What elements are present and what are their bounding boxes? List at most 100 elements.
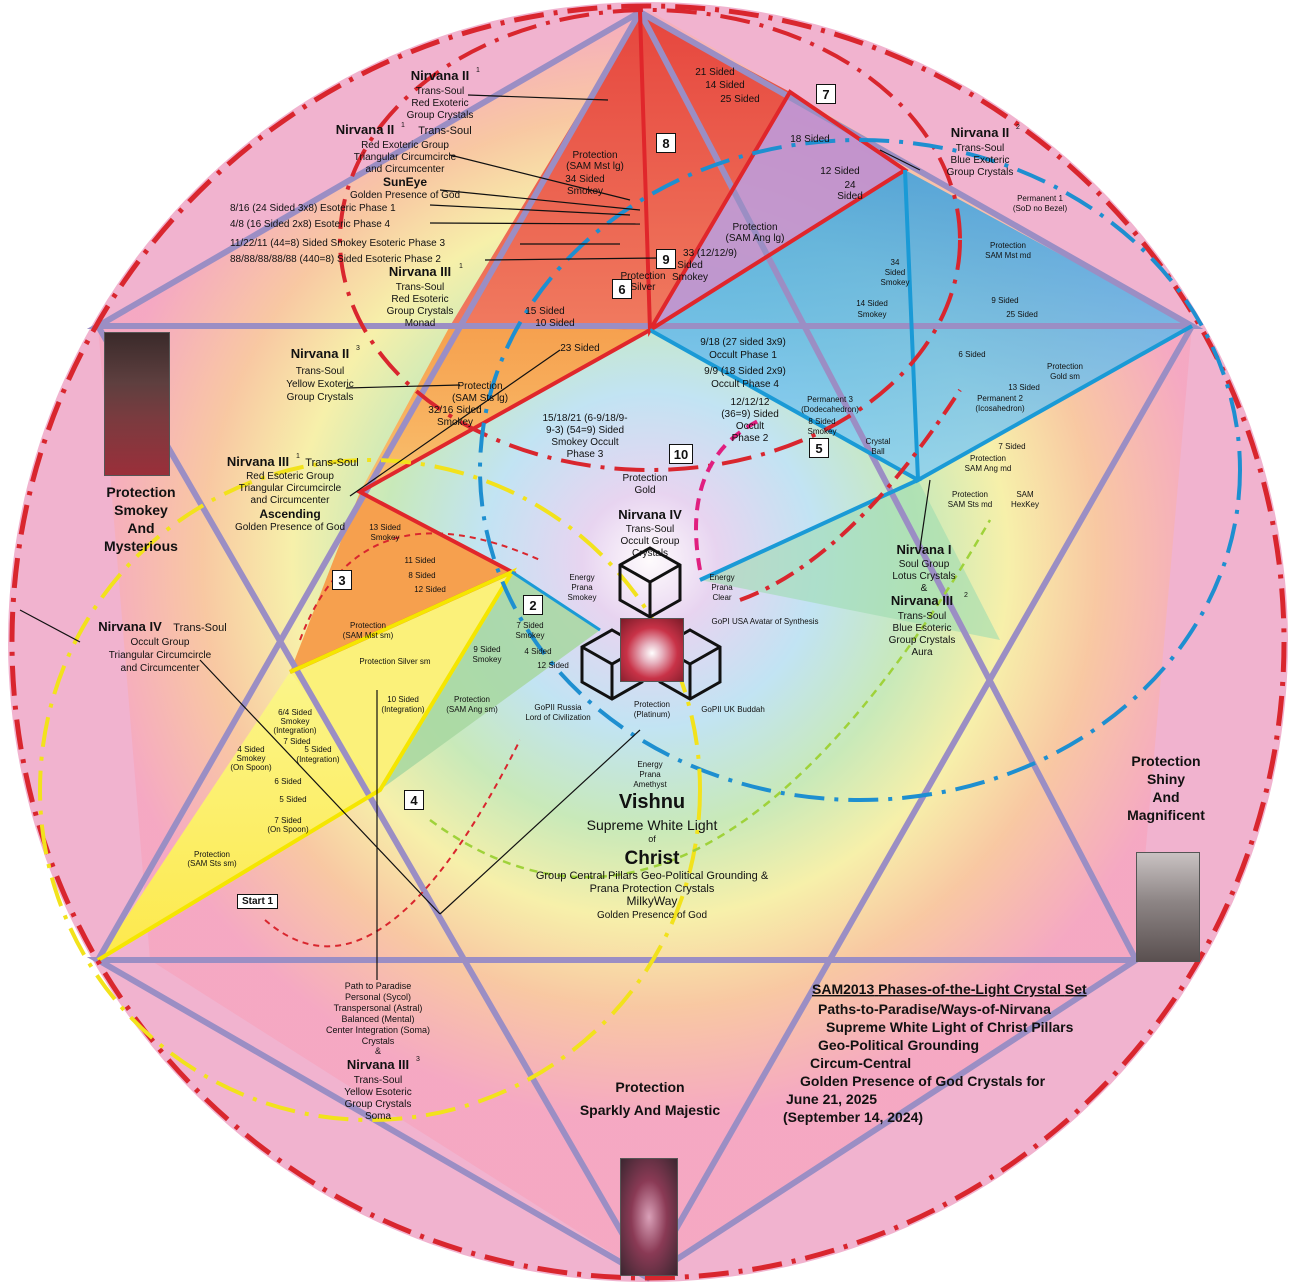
label: Prana (711, 583, 733, 592)
label: (36=9) Sided (721, 409, 779, 420)
label: SAM Ang md (965, 464, 1012, 473)
label: SAM2013 (812, 981, 874, 997)
superscript: 1 (476, 67, 480, 74)
label: and Circumcenter (251, 495, 331, 506)
label: Protection (1047, 362, 1083, 371)
label: Gold (634, 485, 655, 496)
label: And (127, 520, 154, 536)
label: Protection (732, 222, 777, 233)
label: Geo-Political Grounding (818, 1037, 979, 1053)
label: Blue Exoteric (951, 155, 1010, 166)
label: Golden Presence of God (350, 190, 460, 201)
label: 12 Sided (820, 166, 859, 177)
label: Permanent 2 (977, 394, 1023, 403)
label: Paths-to-Paradise/Ways-of-Nirvana (818, 1001, 1051, 1017)
phase-4-label: 4/8 (16 Sided 2x8) Esoteric Phase 4 (230, 219, 391, 230)
label: Protection (622, 473, 667, 484)
label: 15 Sided (525, 306, 564, 317)
label: Group Crystals (387, 306, 454, 317)
label: 15/18/21 (6-9/18/9- (542, 413, 627, 424)
label: 25 Sided (720, 94, 759, 105)
label: Trans-Soul (305, 457, 358, 469)
label: Protection (194, 850, 230, 859)
label: (SAM Mst lg) (566, 161, 624, 172)
label: Protection (350, 621, 386, 630)
label: (On Spoon) (267, 825, 309, 834)
label: (SAM Mst sm) (343, 631, 394, 640)
label: Protection (615, 1079, 684, 1095)
label: Transpersonal (Astral) (334, 1003, 423, 1013)
label: 5 Sided (279, 795, 306, 804)
label: 7 Sided (998, 442, 1025, 451)
label: (Dodecahedron) (801, 405, 859, 414)
label: Magnificent (1127, 807, 1205, 823)
label: Circum-Central (810, 1055, 911, 1071)
label: Center Integration (Soma) (326, 1025, 430, 1035)
label: Crystals (632, 548, 668, 559)
label: Smokey (281, 717, 310, 726)
label: Phases-of-the-Light (878, 981, 1010, 997)
step-box-6: 6 (612, 279, 632, 299)
label: and Circumcenter (366, 164, 446, 175)
label: 33 (12/12/9) (683, 248, 737, 259)
label: Lotus Crystals (892, 571, 955, 582)
label: Protection (454, 695, 490, 704)
label: Path to Paradise (345, 981, 412, 991)
label: Occult Group (131, 637, 190, 648)
label: 34 Sided (565, 174, 604, 185)
label: 7 Sided (516, 621, 543, 630)
label: Trans-Soul (354, 1075, 403, 1086)
label: Smokey (858, 310, 887, 319)
label: 34 (891, 258, 900, 267)
label: Trans-Soul (418, 125, 471, 137)
label: Protection (990, 241, 1026, 250)
label: Sided (677, 260, 703, 271)
label: Smokey (568, 593, 597, 602)
label: Trans-Soul (626, 524, 675, 535)
start-box: Start 1 (237, 894, 278, 909)
label: 23 Sided (560, 343, 599, 354)
label: And (1152, 789, 1179, 805)
label: Smokey (516, 631, 545, 640)
label: 7 Sided (274, 816, 301, 825)
label: Red Esoteric (391, 294, 448, 305)
label: Smokey (473, 655, 502, 664)
n3-red-title: Nirvana III (389, 264, 451, 279)
label: Crystal (1014, 981, 1061, 997)
label: 8 Sided (408, 571, 435, 580)
label: Protection (1131, 753, 1200, 769)
label: Aura (911, 647, 933, 658)
label: Balanced (Mental) (341, 1014, 414, 1024)
label: Triangular Circumcircle (354, 152, 457, 163)
label: Group Crystals (407, 110, 474, 121)
n2-yellow-title: Nirvana II (291, 346, 350, 361)
label: Sided (837, 191, 863, 202)
label: Trans-Soul (396, 282, 445, 293)
superscript: 1 (296, 453, 300, 460)
label: 9 Sided (473, 645, 500, 654)
label: Yellow Exoteric (286, 379, 353, 390)
label: 5 Sided (304, 745, 331, 754)
label: Energy (569, 573, 594, 582)
label: Group Crystals (889, 635, 956, 646)
label: 9-3) (54=9) Sided (546, 425, 624, 436)
n1-title: Nirvana I (897, 542, 952, 557)
label: 12 Sided (537, 661, 569, 670)
label: (September 14, 2024) (783, 1109, 923, 1125)
label: Soma (365, 1111, 392, 1122)
label: Occult Phase 4 (711, 379, 779, 390)
label: Trans-Soul (416, 86, 465, 97)
label: (Icosahedron) (975, 404, 1025, 413)
superscript: 2 (1016, 124, 1020, 131)
label: Red Esoteric Group (246, 471, 334, 482)
label: June 21, 2025 (786, 1091, 877, 1107)
step-box-9: 9 (656, 249, 676, 269)
step-box-2: 2 (523, 595, 543, 615)
label: SAM Sts md (948, 500, 992, 509)
label: Occult (736, 421, 765, 432)
label: (SAM Ang lg) (726, 233, 785, 244)
label: Smokey (371, 533, 400, 542)
n4-left-title: Nirvana IV (98, 619, 162, 634)
label: (Integration) (273, 726, 316, 735)
label: Red Exoteric Group (361, 140, 449, 151)
